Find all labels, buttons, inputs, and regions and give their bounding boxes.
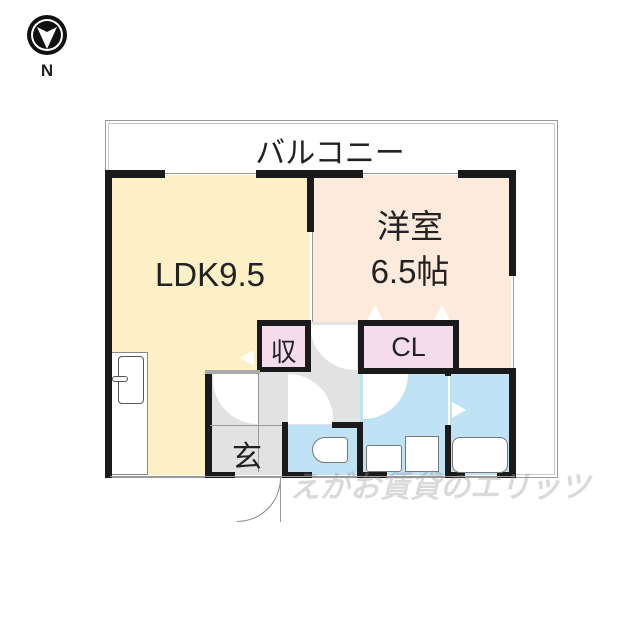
compass: N bbox=[25, 13, 69, 83]
bathtub-icon bbox=[452, 437, 508, 473]
entrance-door[interactable] bbox=[237, 478, 281, 522]
room-ldk-label: LDK9.5 bbox=[154, 256, 266, 293]
washbasin-icon bbox=[366, 445, 402, 472]
room-closet-label: CL bbox=[391, 332, 426, 362]
room-entrance-label: 玄 bbox=[232, 441, 262, 474]
room-western-label-line2: 6.5帖 bbox=[370, 253, 450, 290]
washing-machine-icon bbox=[405, 436, 439, 472]
north-arrow-icon bbox=[27, 15, 67, 55]
compass-label: N bbox=[40, 61, 54, 80]
room-storage-label: 収 bbox=[270, 337, 297, 367]
watermark: えがお賃貸のエリッツ bbox=[290, 471, 590, 504]
toilet-icon bbox=[312, 437, 348, 463]
room-storage bbox=[260, 322, 305, 370]
room-western-label-line1: 洋室 bbox=[377, 208, 443, 245]
balcony-label: バルコニー bbox=[255, 137, 405, 170]
door-indicator bbox=[240, 350, 254, 366]
room-closet bbox=[360, 322, 455, 370]
wall bbox=[105, 170, 165, 178]
